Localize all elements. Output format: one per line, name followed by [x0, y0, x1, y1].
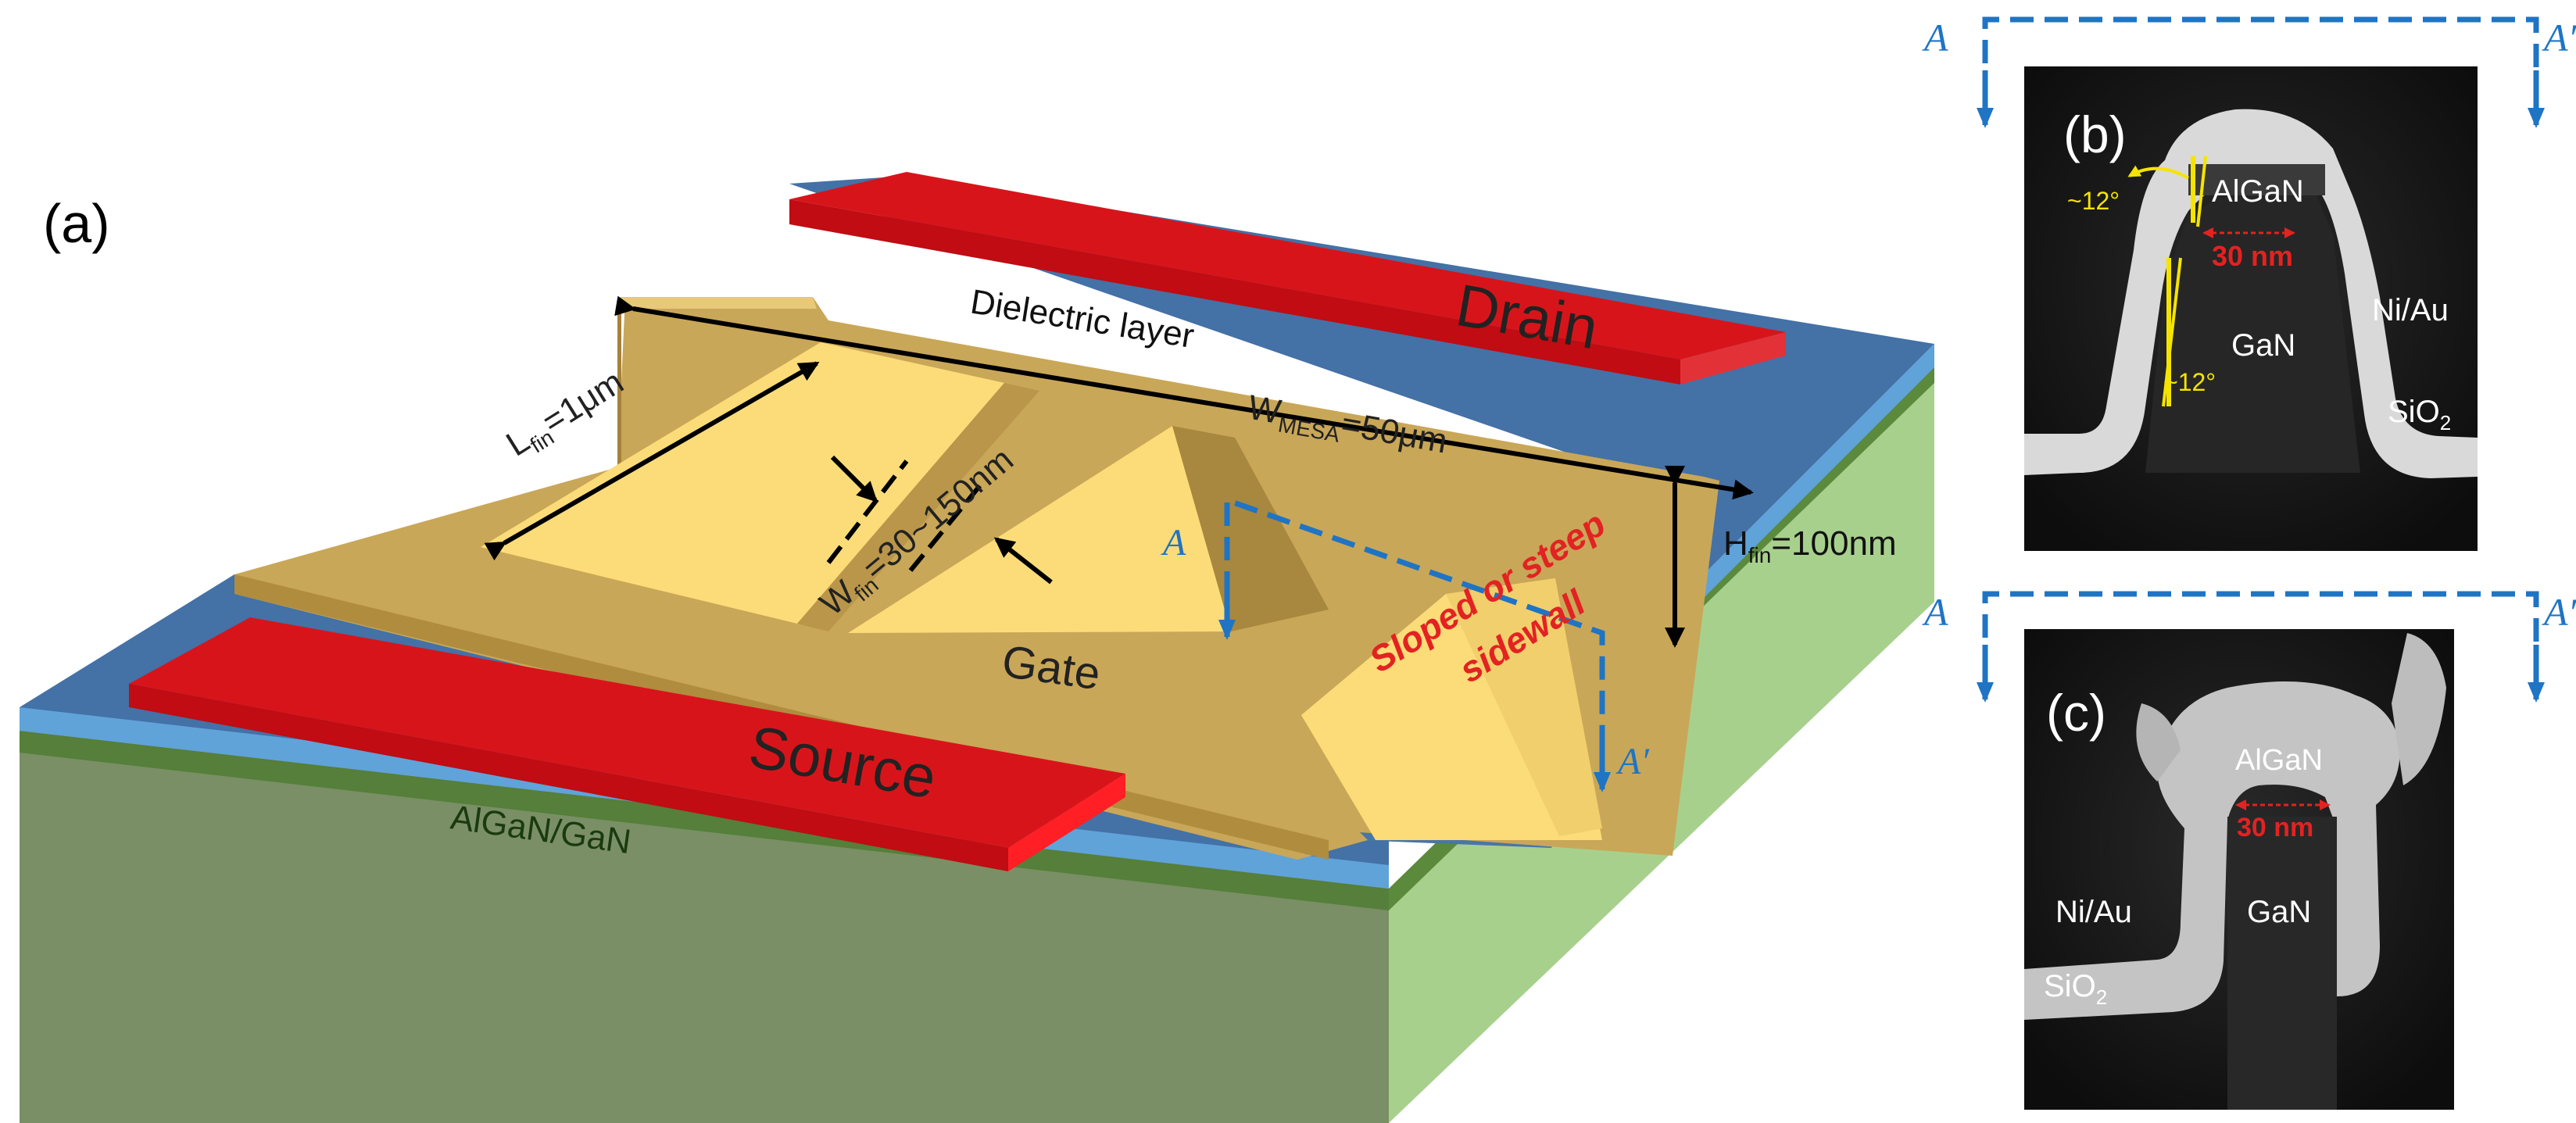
panel-c-section-a: A	[1922, 590, 1948, 634]
panel-c-section-line	[1982, 591, 2539, 672]
panel-c-metal-coating	[2024, 681, 2400, 1020]
source-pad-side	[1008, 774, 1125, 871]
algan-layer-front	[20, 731, 1389, 910]
panel-b-sio2: SiO2	[2388, 395, 2451, 435]
panel-b-niau: Ni/Au	[2372, 293, 2449, 327]
dielectric-back-side-edge	[1704, 344, 1934, 598]
panel-c-metal-clump-right	[2392, 633, 2446, 785]
panel-b-section-a: A	[1922, 16, 1948, 59]
panel-b-fin-core	[2145, 186, 2360, 473]
panel-b-angle-bottom: ~12°	[2163, 368, 2216, 396]
panel-c-niau: Ni/Au	[2055, 895, 2132, 929]
panel-b: A A′ (b) AlGaN GaN Ni/Au SiO2 30 nm ~12°…	[1922, 16, 2576, 551]
panel-a-annotations	[484, 295, 1754, 792]
panel-c-gan: GaN	[2247, 895, 2311, 929]
source-pad-top	[129, 617, 1125, 848]
panel-b-yellow-line-bottom2	[2162, 257, 2182, 407]
lfin-dimension-arrow	[484, 361, 820, 561]
wfin-guide-lower	[908, 483, 983, 572]
panel-c: A A′ (c) AlGaN 30 nm GaN Ni/Au SiO2	[1922, 590, 2576, 1110]
panel-c-sio2: SiO2	[2044, 969, 2107, 1009]
panel-c-dimension: 30 nm	[2237, 813, 2313, 842]
substrate-front-face	[20, 742, 1389, 1123]
panel-b-metal-coating	[2024, 109, 2478, 479]
panel-a-label: (a)	[43, 193, 110, 254]
panel-b-angle-top: ~12°	[2067, 187, 2120, 215]
section-label-a-prime: A′	[1615, 741, 1650, 782]
panel-b-section-a-prime: A′	[2542, 16, 2576, 59]
panel-b-label: (b)	[2063, 106, 2127, 163]
fin-opening-3-inner	[1446, 578, 1602, 836]
hfin-label: Hfin=100nm	[1723, 524, 1897, 567]
panel-c-algan: AlGaN	[2235, 744, 2323, 777]
panel-c-fin-core	[2227, 817, 2337, 1110]
panel-b-section-line	[1982, 16, 2539, 98]
panel-b-algan: AlGaN	[2212, 174, 2304, 209]
panel-c-label: (c)	[2046, 684, 2106, 742]
panel-b-algan-cap	[2188, 164, 2325, 195]
wmesa-dimension-arrow	[614, 295, 1754, 500]
panel-c-metal-clump-left	[2136, 703, 2181, 781]
panel-b-dimension: 30 nm	[2212, 240, 2293, 272]
panel-b-gan: GaN	[2231, 328, 2295, 363]
section-line-a	[1224, 496, 1605, 781]
wfin-guide-upper	[826, 460, 909, 564]
wfin-arrow-lower	[993, 537, 1053, 585]
gate-metal-back-riser	[617, 297, 817, 309]
panel-b-angle-arrow	[2127, 165, 2189, 180]
section-label-a: A	[1161, 522, 1186, 563]
source-pad-front	[129, 684, 1008, 871]
wfin-arrow-upper	[830, 455, 878, 502]
panel-c-section-a-prime: A′	[2542, 590, 2576, 634]
lfin-label: Lfin=1μm	[499, 363, 632, 468]
panel-b-yellow-line-top2	[2196, 156, 2207, 227]
